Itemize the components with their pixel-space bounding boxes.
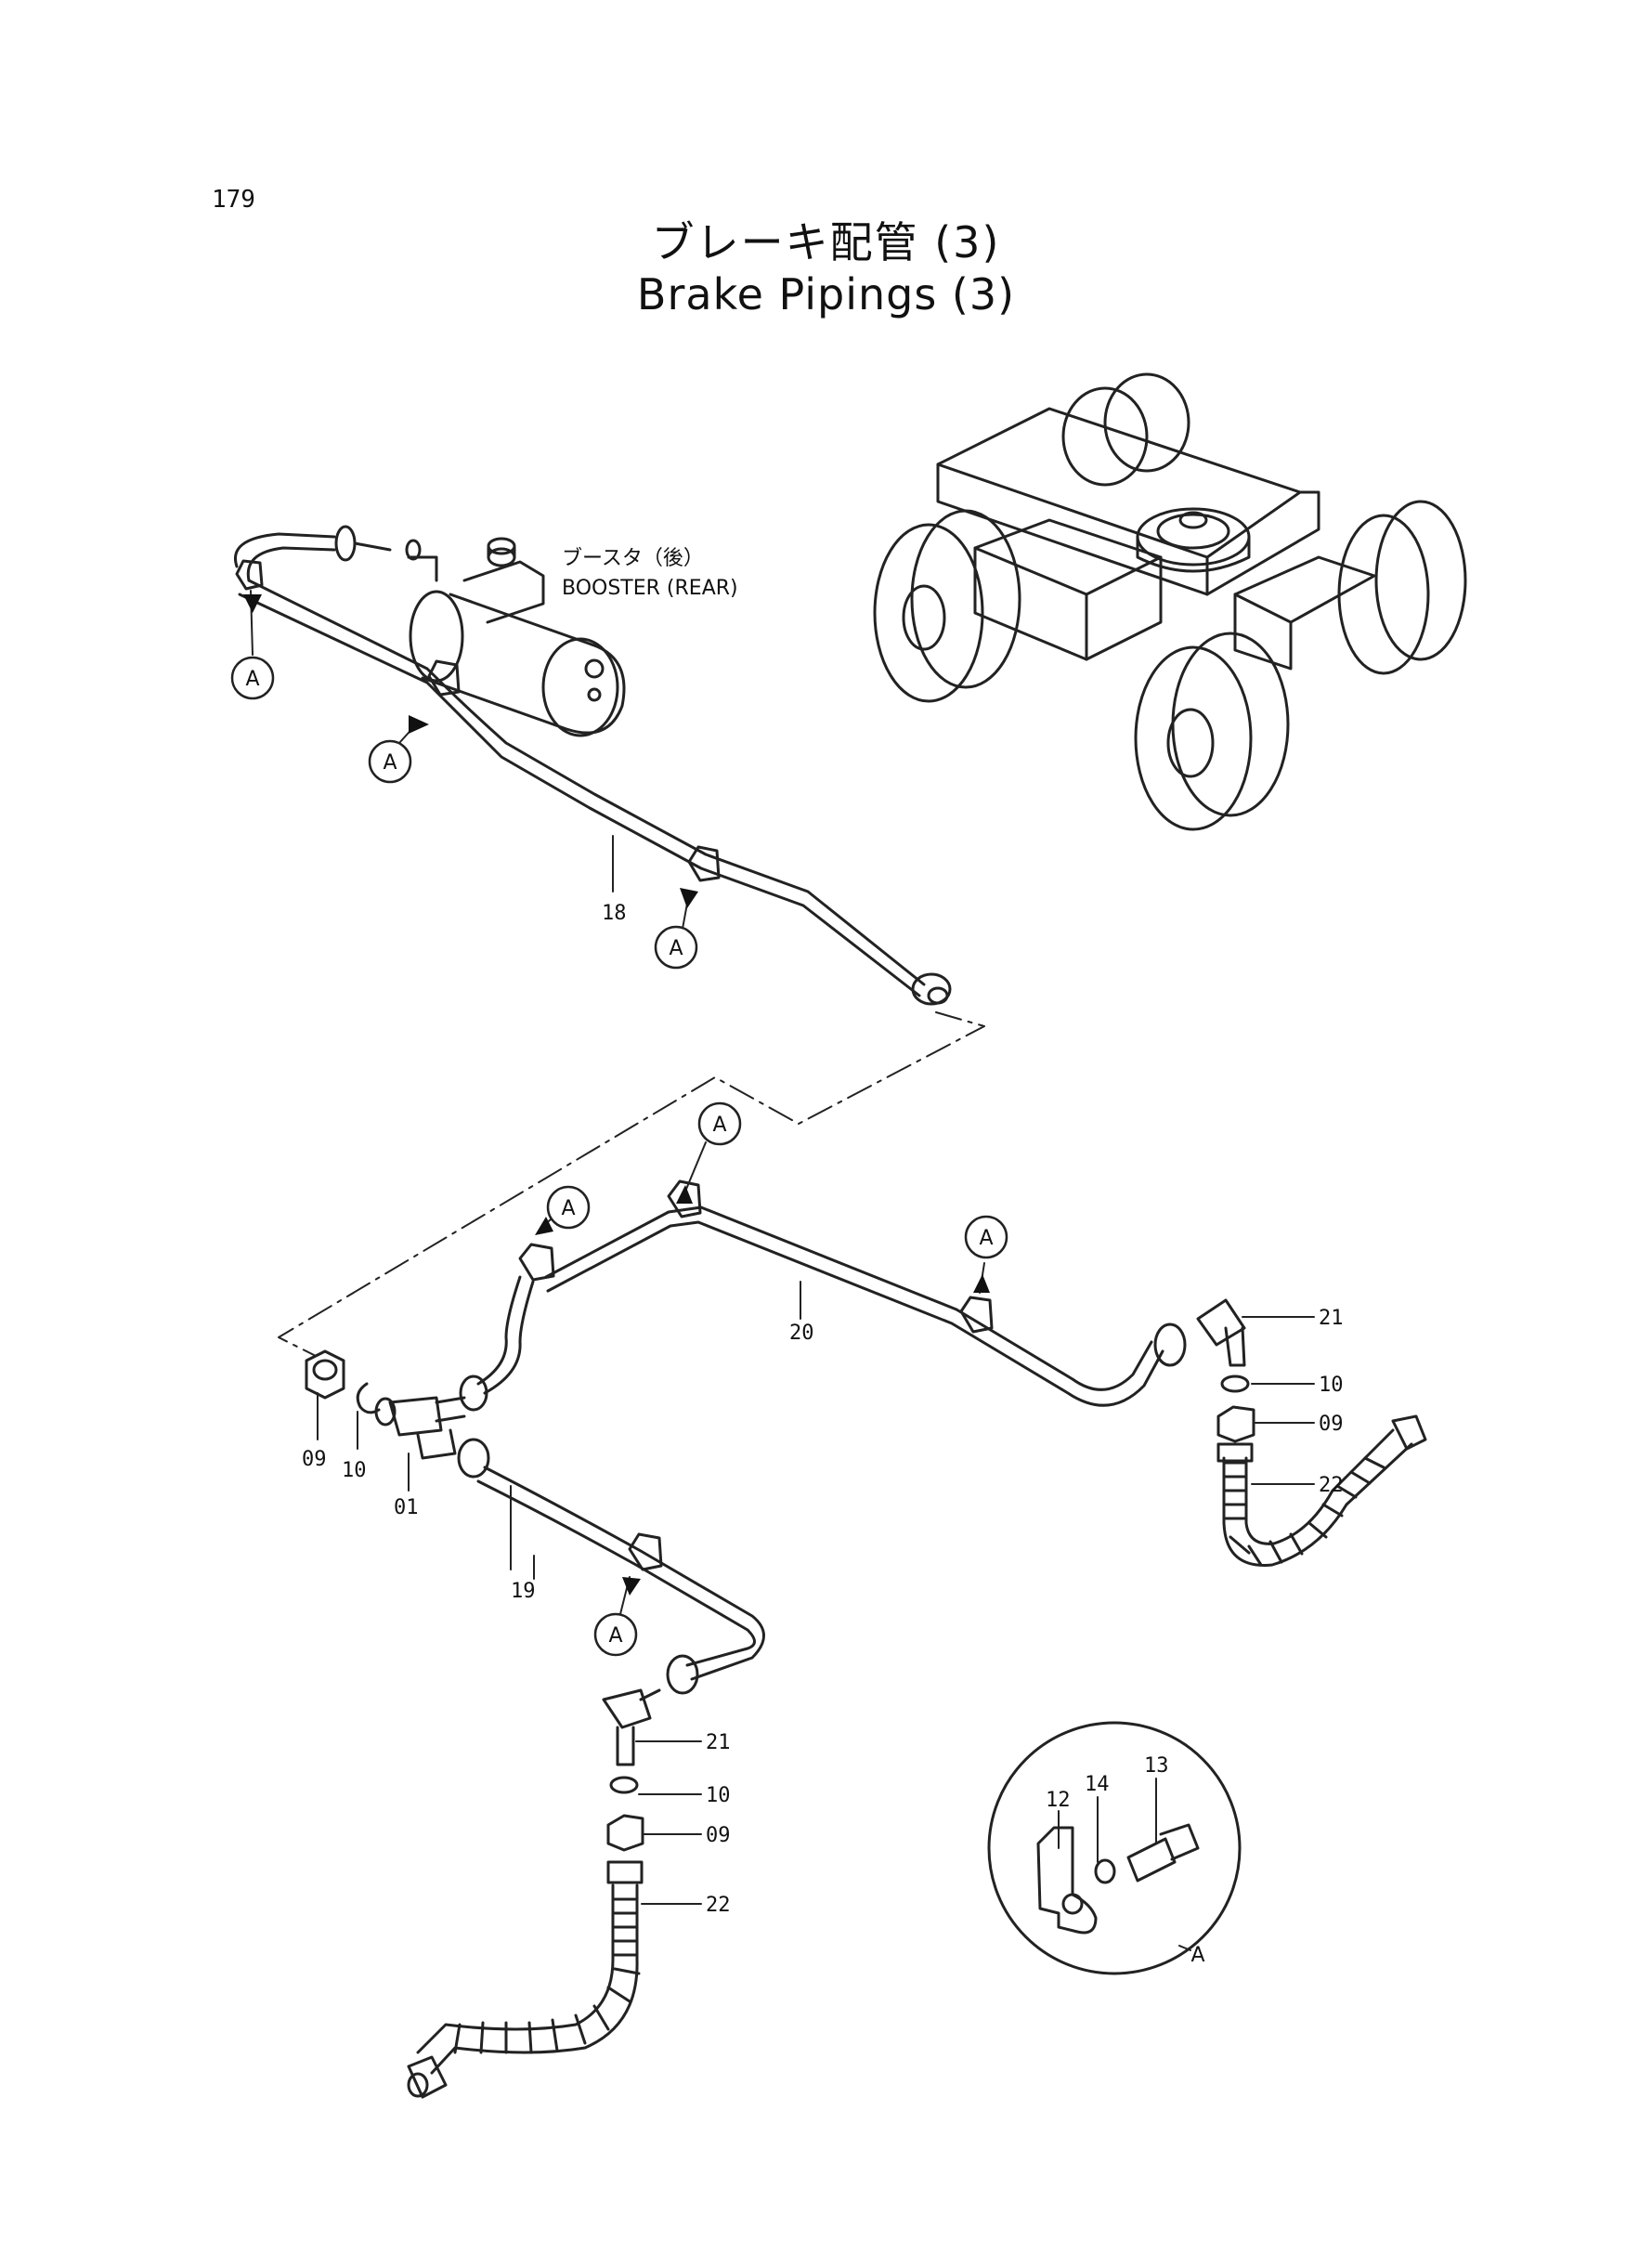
- nut-09-left: [305, 1349, 345, 1400]
- booster-label-en: BOOSTER (REAR): [562, 577, 738, 600]
- callout-a-1: A: [245, 668, 259, 691]
- chassis-illustration: [873, 372, 1467, 831]
- pipe-19: [457, 1438, 765, 1695]
- hose-22-right: [1216, 1414, 1427, 1567]
- clamp-19: [628, 1532, 663, 1571]
- part-label-09-right: 09: [1319, 1413, 1344, 1436]
- part-label-10-left: 10: [342, 1459, 367, 1482]
- tee-fitting-01: [374, 1396, 466, 1460]
- part-label-09-left: 09: [302, 1448, 327, 1471]
- part-label-01: 01: [394, 1496, 419, 1519]
- clamp-18-a: [235, 559, 264, 591]
- callout-arrowheads: [243, 594, 990, 1596]
- leader-lines: [317, 835, 1315, 1951]
- clamp-18-b: [427, 659, 461, 697]
- washer-10-lower: [609, 1776, 639, 1794]
- part-label-12: 12: [1046, 1789, 1071, 1812]
- page-title-jp: ブレーキ配管 (3): [651, 217, 1001, 267]
- part-label-21-right: 21: [1319, 1307, 1344, 1330]
- part-label-19: 19: [511, 1580, 536, 1603]
- pipe-18: [234, 525, 952, 1006]
- nut-09-right: [1216, 1405, 1255, 1443]
- pipe-20: [459, 1205, 1187, 1412]
- part-label-10-right: 10: [1319, 1374, 1344, 1397]
- detail-a-circle: [987, 1721, 1242, 1975]
- callout-circle-a-7: [593, 1612, 638, 1657]
- clamp-20-a: [518, 1243, 555, 1282]
- elbow-21-lower: [602, 1688, 661, 1766]
- booster-rear: [405, 537, 626, 737]
- callout-circle-a-6: [964, 1215, 1008, 1259]
- connection-lines: [278, 1011, 985, 1357]
- part-label-18: 18: [602, 902, 627, 925]
- elbow-21-right: [1196, 1298, 1246, 1367]
- nut-09-lower: [606, 1814, 644, 1852]
- callout-a-2: A: [383, 751, 397, 775]
- callout-a-4: A: [712, 1114, 726, 1137]
- callout-a-6: A: [979, 1227, 993, 1250]
- page-number: 179: [212, 186, 255, 214]
- part-label-22-right: 22: [1319, 1474, 1344, 1497]
- part-label-21-lower: 21: [706, 1731, 731, 1754]
- part-label-13: 13: [1144, 1754, 1169, 1778]
- callout-circle-a-4: [697, 1101, 742, 1146]
- part-label-14: 14: [1085, 1773, 1110, 1796]
- part-label-20: 20: [789, 1322, 814, 1345]
- callout-circle-a-1: [230, 656, 275, 700]
- part-label-09-lower: 09: [706, 1824, 731, 1847]
- callout-circle-a-3: [654, 925, 698, 970]
- clamp-18-c: [687, 845, 721, 882]
- washer-10-right: [1220, 1375, 1250, 1393]
- clamp-20-c: [959, 1296, 994, 1334]
- callout-a-5: A: [561, 1197, 575, 1220]
- ring-10-left: [356, 1382, 381, 1414]
- callout-circle-a-5: [546, 1185, 591, 1230]
- hose-22-lower: [407, 1860, 644, 2099]
- callout-circle-a-2: [368, 739, 412, 784]
- clamp-20-b: [667, 1179, 702, 1218]
- callout-a-7: A: [608, 1624, 622, 1648]
- part-label-22-lower: 22: [706, 1894, 731, 1917]
- page-title-en: Brake Pipings (3): [636, 269, 1016, 319]
- callout-a-3: A: [669, 937, 683, 960]
- part-label-10-lower: 10: [706, 1784, 731, 1807]
- booster-label-jp: ブースタ（後）: [562, 547, 704, 570]
- detail-a-label: A: [1190, 1944, 1204, 1967]
